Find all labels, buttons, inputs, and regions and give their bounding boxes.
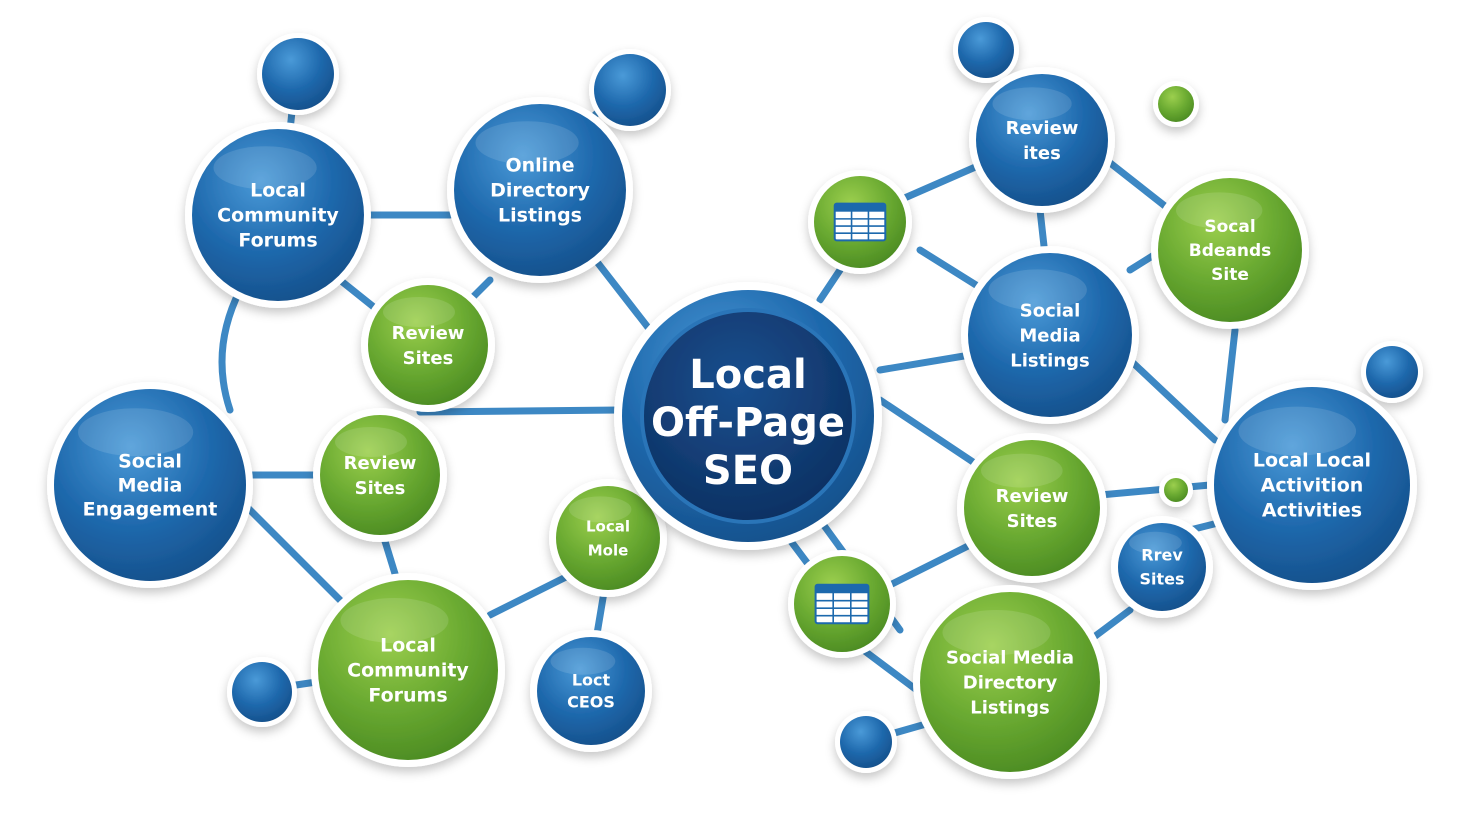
local-mole-label-line-1: Local <box>586 517 630 535</box>
local-community-forums-blue-label-line-3: Forums <box>238 230 317 252</box>
center-title-line-3: SEO <box>703 448 793 494</box>
center-title-line-2: Off-Page <box>651 400 845 446</box>
local-community-forums-green-label-line-1: Local <box>380 635 436 657</box>
table-icon-node-upper[interactable] <box>808 170 912 274</box>
review-sites-right-label-line-1: Review <box>996 486 1069 507</box>
node-layer: LocalCommunityForumsOnlineDirectoryListi… <box>47 67 1417 779</box>
dot-top-center <box>589 49 671 131</box>
loct-ceos-label-line-2: CEOS <box>567 693 615 712</box>
online-directory-listings-label-line-3: Listings <box>498 205 582 227</box>
local-community-forums-green-label-line-3: Forums <box>368 685 447 707</box>
dot-top-left <box>257 33 339 115</box>
dot-top-right <box>953 17 1019 83</box>
center-title-line-1: Local <box>689 352 806 398</box>
local-mole-label-line-2: Mole <box>588 541 629 559</box>
local-community-forums-green-label-line-2: Community <box>347 660 469 682</box>
local-community-forums-blue-label-line-1: Local <box>250 180 306 202</box>
review-sites-middle-label-line-2: Sites <box>355 478 406 499</box>
center-node[interactable]: Local Off-Page SEO <box>614 282 882 550</box>
social-media-directory-listings-label-line-1: Social Media <box>946 647 1074 668</box>
social-media-engagement-label-line-2: Media <box>118 475 183 497</box>
local-local-activities-label-line-2: Activition <box>1261 475 1364 497</box>
online-directory-listings-label-line-1: Online <box>505 155 574 177</box>
review-ites-label-line-1: Review <box>1006 118 1079 139</box>
local-community-forums-blue-label-line-2: Community <box>217 205 339 227</box>
table-icon <box>833 202 887 242</box>
dot-top-right-green <box>1153 81 1199 127</box>
review-sites-upper-label-line-2: Sites <box>403 348 454 369</box>
social-bdeands-site-label-line-1: Socal <box>1204 217 1255 237</box>
social-media-listings-label-line-1: Social <box>1020 300 1081 321</box>
social-bdeands-site-label-line-3: Site <box>1211 265 1249 285</box>
review-sites-right-label-line-2: Sites <box>1007 511 1058 532</box>
local-local-activities-label-line-3: Activities <box>1262 500 1362 522</box>
dot-bottom-left <box>227 657 297 727</box>
social-media-engagement-label-line-3: Engagement <box>83 499 218 521</box>
dot-layer <box>227 17 1423 773</box>
social-media-directory-listings-label-line-2: Directory <box>963 672 1058 693</box>
online-directory-listings-label-line-2: Directory <box>490 180 590 202</box>
review-ites-label-line-2: ites <box>1023 143 1061 164</box>
rrev-sites-label-line-1: Rrev <box>1141 546 1183 565</box>
table-icon <box>814 583 870 625</box>
dot-right-link-green <box>1159 473 1193 507</box>
rrev-sites-label-line-2: Sites <box>1139 570 1184 589</box>
social-bdeands-site-label-line-2: Bdeands <box>1189 241 1272 261</box>
node-review-ites[interactable]: Review ites <box>969 67 1115 213</box>
review-sites-upper-label-line-1: Review <box>392 323 465 344</box>
social-media-listings-label-line-2: Media <box>1019 325 1080 346</box>
local-local-activities-label-line-1: Local Local <box>1253 450 1371 472</box>
review-sites-middle-label-line-1: Review <box>344 453 417 474</box>
dot-right <box>1361 341 1423 403</box>
table-icon-node-lower[interactable] <box>788 550 896 658</box>
social-media-directory-listings-label-line-3: Listings <box>970 697 1050 718</box>
loct-ceos-label-line-1: Loct <box>572 671 611 690</box>
social-media-engagement-label-line-1: Social <box>118 451 182 473</box>
dot-bottom-center <box>835 711 897 773</box>
social-media-listings-label-line-3: Listings <box>1010 350 1090 371</box>
